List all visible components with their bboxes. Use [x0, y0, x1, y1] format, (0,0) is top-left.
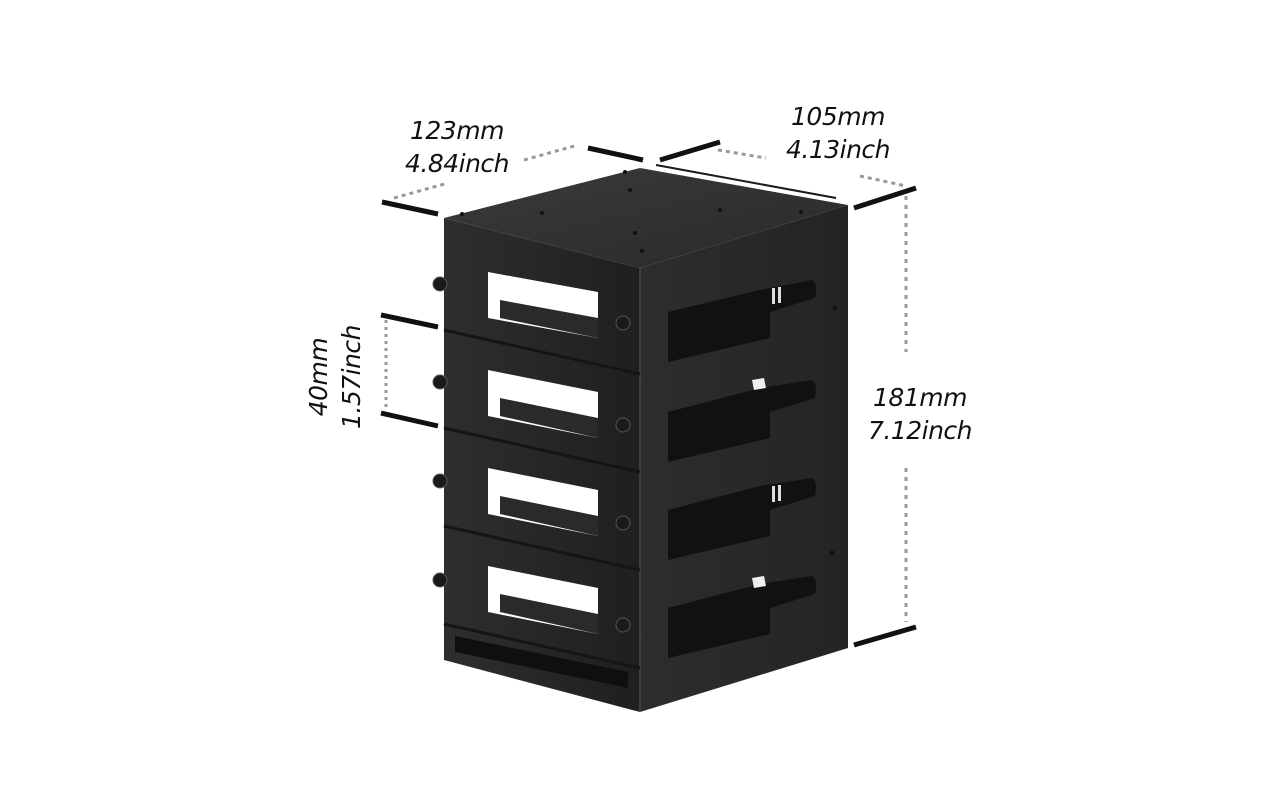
bay-height-dimension-lines	[380, 312, 439, 429]
total-height-label: 181mm 7.12inch	[858, 381, 982, 447]
width-mm: 105mm	[791, 102, 885, 131]
total-height-inch: 7.12inch	[867, 416, 973, 445]
width-label: 105mm 4.13inch	[776, 100, 900, 166]
depth-mm: 123mm	[410, 116, 504, 145]
depth-inch: 4.84inch	[404, 149, 510, 178]
total-height-mm: 181mm	[873, 383, 967, 412]
side-bay-openings	[668, 280, 816, 658]
width-dimension-lines	[659, 139, 917, 211]
cage-top-panel	[444, 168, 848, 268]
height-dimension-lines	[853, 196, 917, 648]
depth-label: 123mm 4.84inch	[392, 114, 522, 180]
bay-height-label: 40mm 1.57inch	[302, 312, 368, 442]
bay-height-inch: 1.57inch	[337, 324, 366, 430]
width-inch: 4.13inch	[785, 135, 891, 164]
bay-height-mm: 40mm	[304, 337, 333, 417]
front-bay-openings	[488, 272, 598, 634]
thumb-screws	[432, 276, 631, 633]
depth-dimension-lines	[381, 143, 644, 217]
